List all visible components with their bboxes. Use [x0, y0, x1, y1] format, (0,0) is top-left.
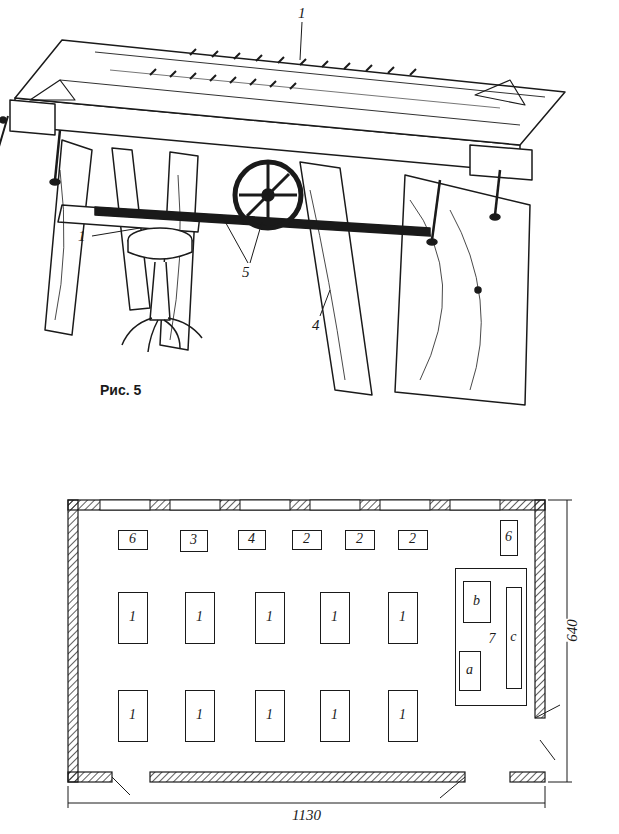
box-number: 1 — [196, 610, 203, 624]
furniture-box: 1 — [255, 690, 285, 742]
box-number: 2 — [409, 532, 416, 546]
furniture-box: 1 — [388, 592, 418, 644]
figure-caption: Рис. 5 — [100, 383, 141, 397]
furniture-box: 2 — [398, 530, 428, 550]
work-zone: 7 b c a — [455, 568, 527, 706]
callout-number: 5 — [242, 265, 250, 280]
furniture-box: 2 — [345, 530, 375, 550]
furniture-box: 1 — [388, 690, 418, 742]
furniture-box: 1 — [320, 690, 350, 742]
furniture-box: 1 — [118, 592, 148, 644]
box-number: 7 — [489, 632, 496, 646]
furniture-box: c — [506, 587, 522, 689]
box-number: 1 — [331, 708, 338, 722]
box-number: 1 — [399, 610, 406, 624]
furniture-box: 6 — [118, 530, 148, 550]
box-number: 1 — [266, 708, 273, 722]
box-number: 4 — [248, 532, 255, 546]
dimension: 640 — [565, 619, 580, 642]
box-number: 1 — [331, 610, 338, 624]
box-number: a — [466, 663, 473, 677]
furniture-box: a — [459, 651, 481, 691]
box-number: 1 — [129, 708, 136, 722]
box-number: 1 — [399, 708, 406, 722]
furniture-box: 1 — [320, 592, 350, 644]
furniture-box: 1 — [255, 592, 285, 644]
furniture-box: 1 — [118, 690, 148, 742]
workbench-drawing — [0, 22, 565, 405]
callout-number: 4 — [312, 318, 320, 333]
floor-plan-walls — [68, 500, 572, 808]
box-number: b — [473, 594, 480, 608]
box-number: c — [510, 630, 516, 644]
box-number: 2 — [303, 532, 310, 546]
furniture-box: 2 — [292, 530, 322, 550]
furniture-box: 3 — [180, 530, 208, 552]
furniture-box: b — [463, 581, 491, 623]
box-number: 6 — [129, 532, 136, 546]
dimension: 1130 — [290, 808, 323, 823]
box-number: 1 — [266, 610, 273, 624]
furniture-box: 4 — [238, 530, 266, 550]
box-number: 1 — [129, 610, 136, 624]
furniture-box: 6 — [500, 520, 518, 556]
callout-number: 1 — [298, 6, 306, 21]
callout-number: 1 — [78, 229, 86, 244]
box-number: 1 — [196, 708, 203, 722]
box-number: 2 — [356, 532, 363, 546]
furniture-box: 1 — [185, 690, 215, 742]
box-number: 3 — [190, 533, 197, 547]
furniture-box: 1 — [185, 592, 215, 644]
box-number: 6 — [505, 530, 512, 544]
